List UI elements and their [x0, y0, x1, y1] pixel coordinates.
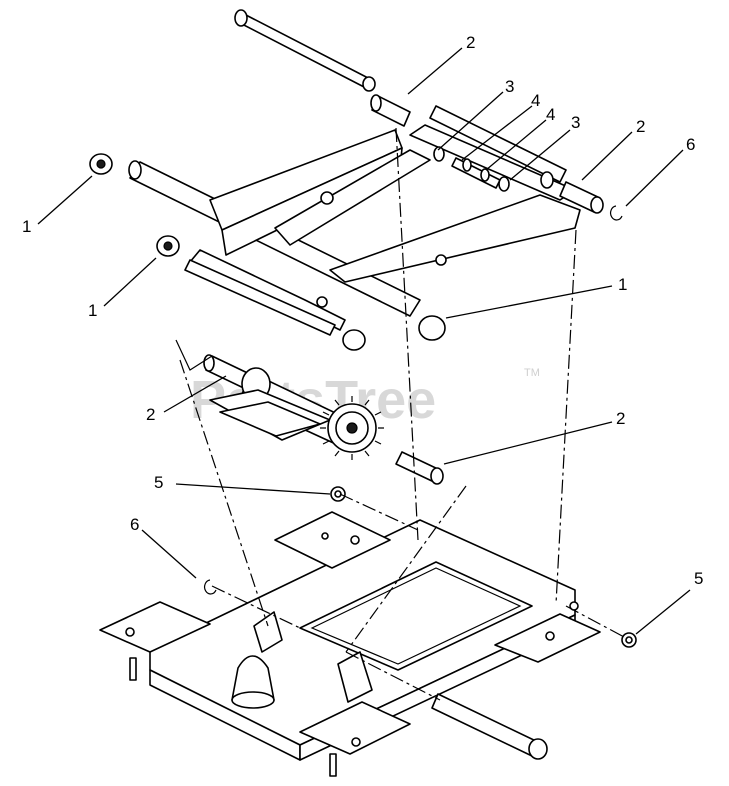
callout-5-right: 5: [694, 569, 703, 588]
nut-5-right: [621, 632, 637, 648]
callout-2-middle-left: 2: [146, 405, 155, 424]
pivot-assembly: [203, 354, 384, 460]
long-shaft-top: [234, 9, 376, 92]
callout-1-upper-left: 1: [22, 217, 31, 236]
assembly-lines: [175, 127, 627, 701]
bushing-2-upper-left: [370, 94, 411, 127]
base-frame: [99, 511, 601, 777]
callout-2-middle-right: 2: [616, 409, 625, 428]
callout-4-right: 4: [546, 105, 555, 124]
callout-1-right: 1: [618, 275, 627, 294]
e-clip-lower: [203, 579, 217, 595]
callout-3-left: 3: [505, 77, 514, 96]
bushing-1-lower-left: [156, 235, 180, 257]
gear: [320, 396, 384, 460]
washers-spacers: [433, 146, 510, 192]
callout-4-left: 4: [531, 91, 540, 110]
callout-3-right: 3: [571, 113, 580, 132]
callout-5-middle: 5: [154, 473, 163, 492]
upper-frame: [128, 105, 581, 336]
watermark-tm: TM: [524, 367, 540, 379]
e-clip-upper: [609, 205, 623, 221]
callout-1-lower-left: 1: [88, 301, 97, 320]
bushing-1-upper-left: [89, 153, 113, 175]
callout-2-top: 2: [466, 33, 475, 52]
nut-5-middle: [330, 486, 346, 502]
long-shaft-bottom: [431, 693, 548, 760]
leader-lines: [37, 47, 691, 635]
callout-6-lower: 6: [130, 515, 139, 534]
callouts: 1 1 1 2 3 4 4 3 2 6 2 2 5 6 5: [22, 33, 703, 588]
callout-2-upper-right: 2: [636, 117, 645, 136]
bushing-1-right: [342, 315, 446, 351]
bushing-2-lower: [395, 451, 444, 485]
callout-6-upper: 6: [686, 135, 695, 154]
bushing-2-upper-right: [540, 171, 604, 214]
